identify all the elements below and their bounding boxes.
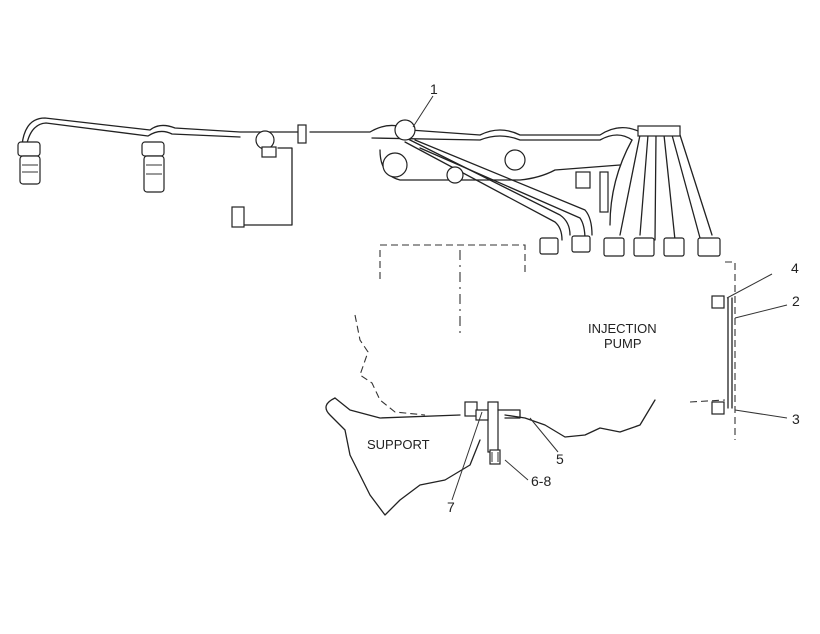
support-bracket [325, 397, 481, 516]
pump-outlet-fittings [539, 235, 721, 257]
injection-pump-label-line1: INJECTION [588, 321, 657, 336]
leader-lines [412, 95, 788, 501]
callout-3: 3 [792, 411, 800, 427]
callout-1: 1 [430, 81, 438, 97]
return-line-right [711, 295, 733, 415]
fuel-lines-upper [21, 117, 713, 241]
line-clamps [231, 119, 681, 228]
callout-2: 2 [792, 293, 800, 309]
support-label: SUPPORT [367, 437, 430, 452]
injector-nozzles-left [17, 141, 165, 193]
injection-pump-outline [354, 244, 736, 440]
support-fasteners [464, 401, 521, 465]
callout-7: 7 [447, 499, 455, 515]
callout-4: 4 [791, 260, 799, 276]
callout-6-8: 6-8 [531, 473, 551, 489]
callout-5: 5 [556, 451, 564, 467]
injection-pump-label-line2: PUMP [604, 336, 642, 351]
